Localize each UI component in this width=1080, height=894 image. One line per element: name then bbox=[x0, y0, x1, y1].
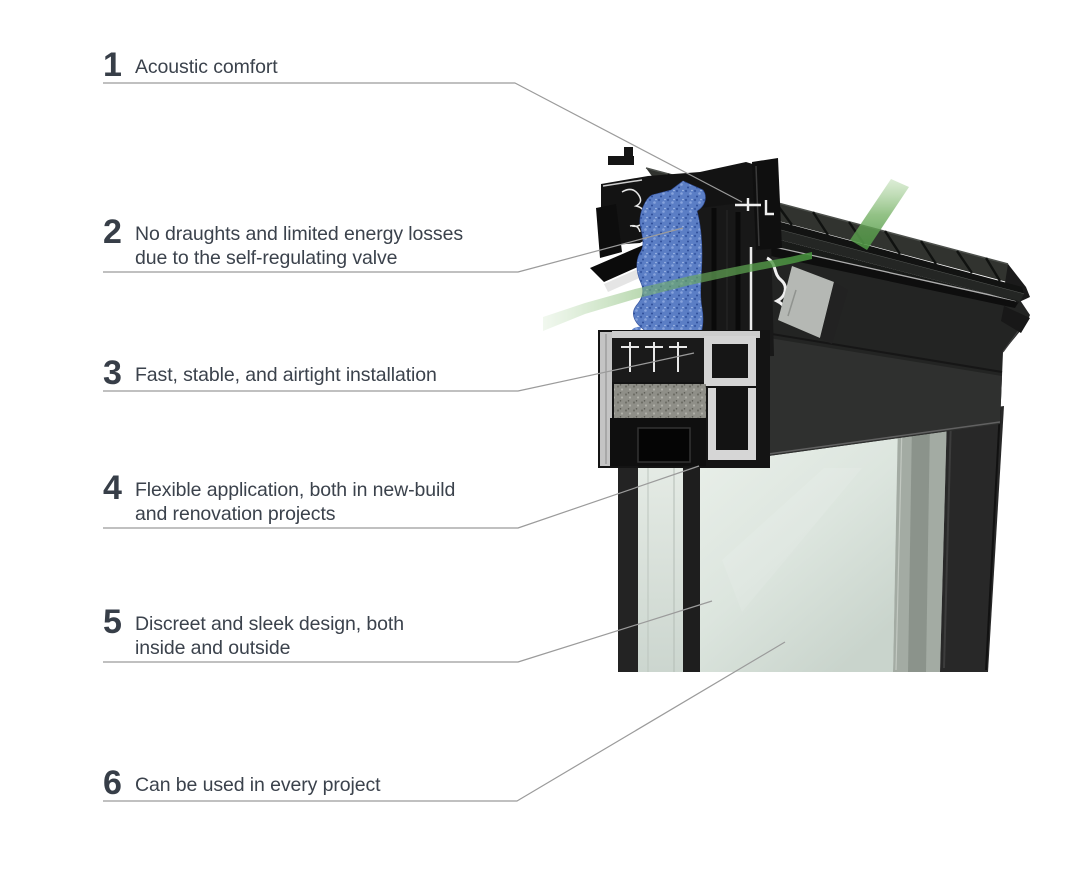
connector-4 bbox=[103, 465, 700, 529]
callout-6: 6 Can be used in every project bbox=[103, 764, 523, 802]
glazing bbox=[699, 406, 1004, 672]
callout-4-label: Flexible application, both in new-build … bbox=[135, 479, 456, 525]
callout-2-label: No draughts and limited energy losses du… bbox=[135, 223, 463, 269]
callout-6-number: 6 bbox=[103, 764, 122, 802]
callout-4-number: 4 bbox=[103, 469, 122, 507]
connector-5 bbox=[103, 600, 713, 663]
callout-4: 4 Flexible application, both in new-buil… bbox=[103, 469, 523, 526]
callout-2: 2 No draughts and limited energy losses … bbox=[103, 213, 523, 270]
connector-1 bbox=[103, 82, 743, 203]
callout-1: 1 Acoustic comfort bbox=[103, 46, 523, 84]
window-frame-jamb bbox=[940, 406, 1004, 672]
callout-5-label: Discreet and sleek design, both inside a… bbox=[135, 613, 404, 659]
glazing-cut-edge bbox=[618, 452, 700, 672]
connector-2 bbox=[103, 227, 684, 273]
airflow-arrow-through-vent bbox=[850, 179, 909, 250]
callout-3-label: Fast, stable, and airtight installation bbox=[135, 364, 437, 386]
connector-6 bbox=[103, 641, 786, 802]
callout-1-number: 1 bbox=[103, 46, 122, 84]
callout-2-number: 2 bbox=[103, 213, 122, 251]
airflow-arrow-intake bbox=[543, 252, 812, 331]
callout-6-label: Can be used in every project bbox=[135, 774, 381, 796]
callout-connectors bbox=[103, 82, 786, 802]
window-frame-head-rail bbox=[700, 230, 1030, 459]
callout-3: 3 Fast, stable, and airtight installatio… bbox=[103, 354, 523, 392]
airflow-arrows bbox=[543, 179, 909, 331]
callout-1-label: Acoustic comfort bbox=[135, 56, 278, 78]
connector-3 bbox=[103, 352, 695, 392]
callout-3-number: 3 bbox=[103, 354, 122, 392]
installation-profile-cut bbox=[598, 330, 770, 468]
callout-5: 5 Discreet and sleek design, both inside… bbox=[103, 603, 523, 660]
window-cutaway-illustration bbox=[543, 147, 1030, 672]
callout-5-number: 5 bbox=[103, 603, 122, 641]
